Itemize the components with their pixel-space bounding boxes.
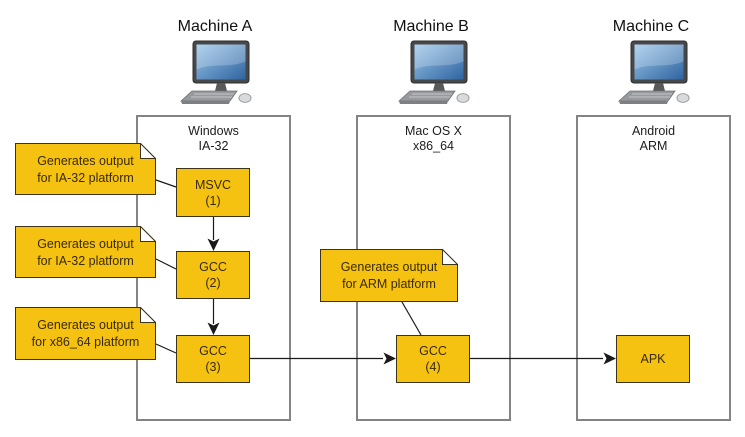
machine-b-os-line2: x86_64 bbox=[412, 139, 454, 153]
node-gcc-4: GCC (4) bbox=[396, 335, 470, 383]
note-shape bbox=[15, 307, 156, 360]
node-msvc-1-label: MSVC bbox=[194, 177, 232, 192]
machine-c-os-line2: ARM bbox=[639, 139, 668, 153]
note-arm-gcc4: Generates output for ARM platform bbox=[320, 249, 458, 302]
note-shape bbox=[15, 143, 156, 195]
machine-a-computer-icon bbox=[179, 40, 252, 104]
machine-a-os-line1: Windows bbox=[188, 124, 239, 138]
node-gcc-2-number: (2) bbox=[205, 276, 221, 290]
machine-c-title: Machine C bbox=[612, 18, 690, 35]
machine-b-os-label: Mac OS X x86_64 bbox=[358, 124, 509, 154]
node-gcc-3: GCC (3) bbox=[176, 335, 250, 383]
note-ia32-gcc2: Generates output for IA-32 platform bbox=[15, 226, 156, 278]
node-gcc-4-label: GCC bbox=[419, 344, 447, 358]
machine-b-os-line1: Mac OS X bbox=[405, 124, 462, 138]
machine-a-os-label: Windows IA-32 bbox=[138, 124, 289, 154]
note-x86-64-gcc3: Generates output for x86_64 platform bbox=[15, 307, 156, 360]
note-shape bbox=[15, 226, 156, 278]
note-text: Generates output for x86_64 platform bbox=[31, 318, 140, 349]
node-apk-label: APK bbox=[640, 352, 666, 366]
machine-c-computer-icon bbox=[617, 40, 690, 104]
note-text: Generates output for IA-32 platform bbox=[37, 153, 134, 185]
node-gcc-4-number: (4) bbox=[425, 360, 441, 374]
machine-c-os-label: Android ARM bbox=[578, 124, 729, 154]
note-text: Generates output for ARM platform bbox=[340, 260, 438, 291]
machine-b-computer-icon bbox=[397, 40, 470, 104]
node-apk: APK bbox=[616, 335, 690, 383]
node-gcc-2: GCC (2) bbox=[176, 251, 250, 299]
node-msvc-1: MSVC (1) bbox=[176, 168, 250, 217]
machine-b-title: Machine B bbox=[393, 18, 469, 35]
machine-a-title: Machine A bbox=[177, 18, 253, 35]
node-gcc-2-label: GCC bbox=[199, 260, 227, 274]
node-gcc-3-number: (3) bbox=[205, 360, 221, 374]
machine-c-os-line1: Android bbox=[631, 124, 676, 138]
note-ia32-msvc: Generates output for IA-32 platform bbox=[15, 143, 156, 195]
machine-a-os-line2: IA-32 bbox=[198, 139, 229, 153]
note-text: Generates output for IA-32 platform bbox=[37, 236, 134, 268]
node-gcc-3-label: GCC bbox=[199, 344, 227, 358]
note-shape bbox=[320, 249, 458, 302]
node-msvc-1-number: (1) bbox=[205, 193, 221, 208]
